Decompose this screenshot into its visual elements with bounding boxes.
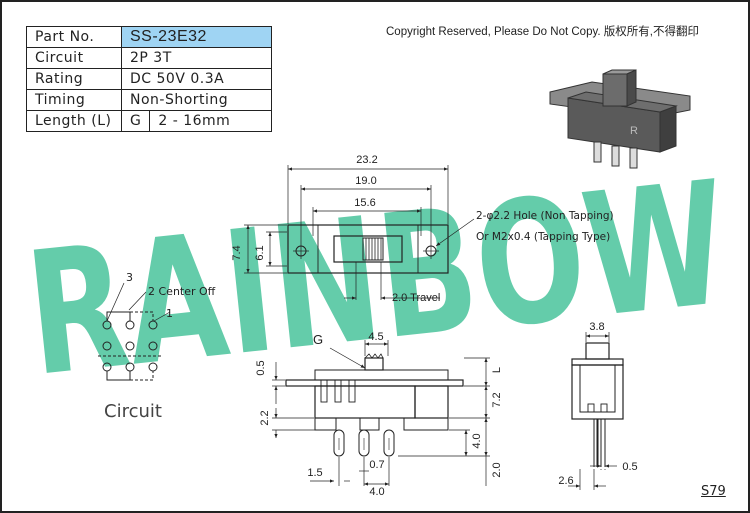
switch-photo: R: [549, 69, 691, 169]
actuator: [364, 357, 384, 371]
dim-side-26: 2.6: [558, 475, 573, 487]
length-label: Length (L): [26, 110, 122, 132]
switch-housing: [314, 385, 416, 419]
part-no-value: SS-23E32: [121, 26, 272, 48]
dim-slot-width: 15.6: [354, 197, 375, 209]
dim-hole-spacing: 19.0: [355, 175, 376, 187]
circuit-label-1: 1: [166, 307, 173, 320]
front-view: G 4.5 0.5 L 7.2 4.0 2.0 2.2 1.5 0.7 4.0: [255, 331, 503, 498]
travel-dim: 2.0 Travel: [392, 292, 440, 304]
length-value: 2 - 16mm: [158, 113, 231, 129]
dim-side-05: 0.5: [622, 461, 637, 473]
spec-row-circuit: Circuit 2P 3T: [26, 47, 272, 69]
side-view: 3.8 2.6 0.5: [558, 321, 638, 490]
slot-outline: [333, 235, 403, 263]
spec-table: Part No. SS-23E32 Circuit 2P 3T Rating D…: [26, 26, 272, 132]
dim-step-22: 2.2: [259, 410, 271, 425]
hole-note-1: 2-φ2.2 Hole (Non Tapping): [476, 210, 614, 222]
top-view-body: [287, 224, 449, 274]
dim-inner-height: 6.1: [254, 245, 266, 260]
length-cell: G 2 - 16mm: [121, 110, 272, 132]
dim-actuator-width: 4.5: [368, 331, 383, 343]
dim-pin-40: 4.0: [471, 433, 483, 448]
dim-body-72: 7.2: [491, 392, 503, 407]
mount-hole-left: [293, 243, 309, 259]
circuit-label-2: 2 Center Off: [148, 285, 216, 298]
dim-pin-20: 2.0: [491, 462, 503, 477]
slider-knob: [362, 237, 384, 261]
drawing-code: S79: [701, 484, 726, 499]
circuit-schematic: 3 2 Center Off 1: [98, 271, 216, 381]
dim-pitch-40: 4.0: [369, 486, 384, 498]
circuit-value: 2P 3T: [121, 47, 272, 69]
dim-pin-15: 1.5: [307, 467, 322, 479]
top-view: 23.2 19.0 15.6 7.4 6.1 2-φ2.2 Hole (Non …: [231, 154, 614, 304]
copyright-notice: Copyright Reserved, Please Do Not Copy. …: [386, 26, 699, 38]
dim-pin-07: 0.7: [369, 459, 384, 471]
circuit-caption: Circuit: [104, 401, 162, 422]
spec-row-timing: Timing Non-Shorting: [26, 89, 272, 111]
dim-overall-width: 23.2: [356, 154, 377, 166]
dim-body-height: 7.4: [231, 245, 243, 260]
spec-row-length: Length (L) G 2 - 16mm: [26, 110, 272, 132]
dim-length-l: L: [491, 367, 503, 373]
dim-side-38: 3.8: [589, 321, 604, 333]
mount-hole-right: [423, 243, 439, 259]
hole-note-2: Or M2x0.4 (Tapping Type): [476, 231, 610, 243]
terminal-g-label: G: [313, 332, 323, 347]
rating-label: Rating: [26, 68, 122, 90]
length-code: G: [130, 111, 151, 131]
dim-plate-thickness: 0.5: [255, 360, 267, 375]
circuit-label-3: 3: [126, 271, 133, 284]
photo-logo-mark: R: [630, 125, 638, 137]
solder-terminals: [333, 429, 395, 457]
